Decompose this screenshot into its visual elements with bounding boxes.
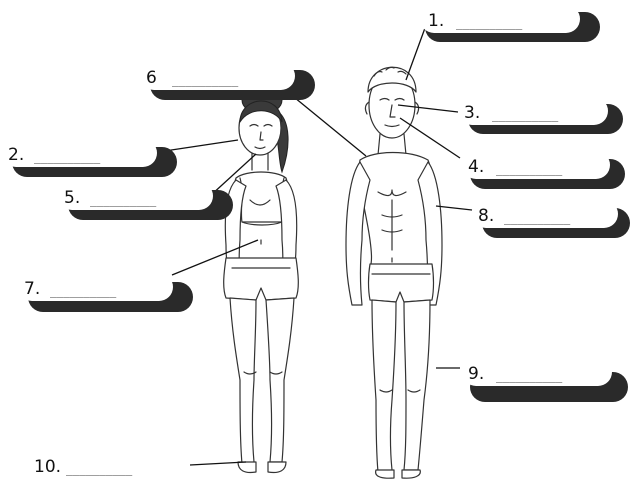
label-8-blank[interactable]: __________ <box>504 212 571 225</box>
label-2-number: 2. <box>8 145 24 165</box>
label-9-number: 9. <box>468 364 484 384</box>
label-10-number: 10. <box>34 457 61 477</box>
label-4: 4. __________ <box>462 151 625 189</box>
label-6-number: 6 <box>146 68 157 88</box>
label-5-number: 5. <box>64 188 80 208</box>
label-8-number: 8. <box>478 206 494 226</box>
label-8: 8. __________ <box>472 200 630 238</box>
label-5: 5. __________ <box>58 182 233 220</box>
label-2: 2. __________ <box>2 139 177 177</box>
label-5-blank[interactable]: __________ <box>90 194 157 207</box>
leader-1 <box>406 28 425 80</box>
label-4-number: 4. <box>468 157 484 177</box>
woman-figure <box>224 86 299 473</box>
label-9: 9. __________ <box>462 358 628 402</box>
label-6: 6 __________ <box>140 62 315 100</box>
label-3: 3. __________ <box>458 97 623 134</box>
label-1-number: 1. <box>428 11 444 31</box>
label-10: 10. __________ <box>28 452 190 478</box>
label-9-blank[interactable]: __________ <box>496 370 563 383</box>
label-2-blank[interactable]: __________ <box>34 151 101 164</box>
label-1-blank[interactable]: __________ <box>456 17 523 30</box>
leader-8 <box>436 206 472 210</box>
label-7-number: 7. <box>24 279 40 299</box>
label-3-blank[interactable]: __________ <box>492 109 559 122</box>
label-7-blank[interactable]: __________ <box>50 285 117 298</box>
label-10-blank[interactable]: __________ <box>66 463 133 476</box>
man-figure <box>346 67 442 478</box>
label-1: 1. __________ <box>420 5 600 42</box>
leader-4 <box>400 118 460 158</box>
label-6-blank[interactable]: __________ <box>172 74 239 87</box>
label-7: 7. __________ <box>18 273 193 312</box>
label-4-blank[interactable]: __________ <box>496 163 563 176</box>
label-3-number: 3. <box>464 103 480 123</box>
